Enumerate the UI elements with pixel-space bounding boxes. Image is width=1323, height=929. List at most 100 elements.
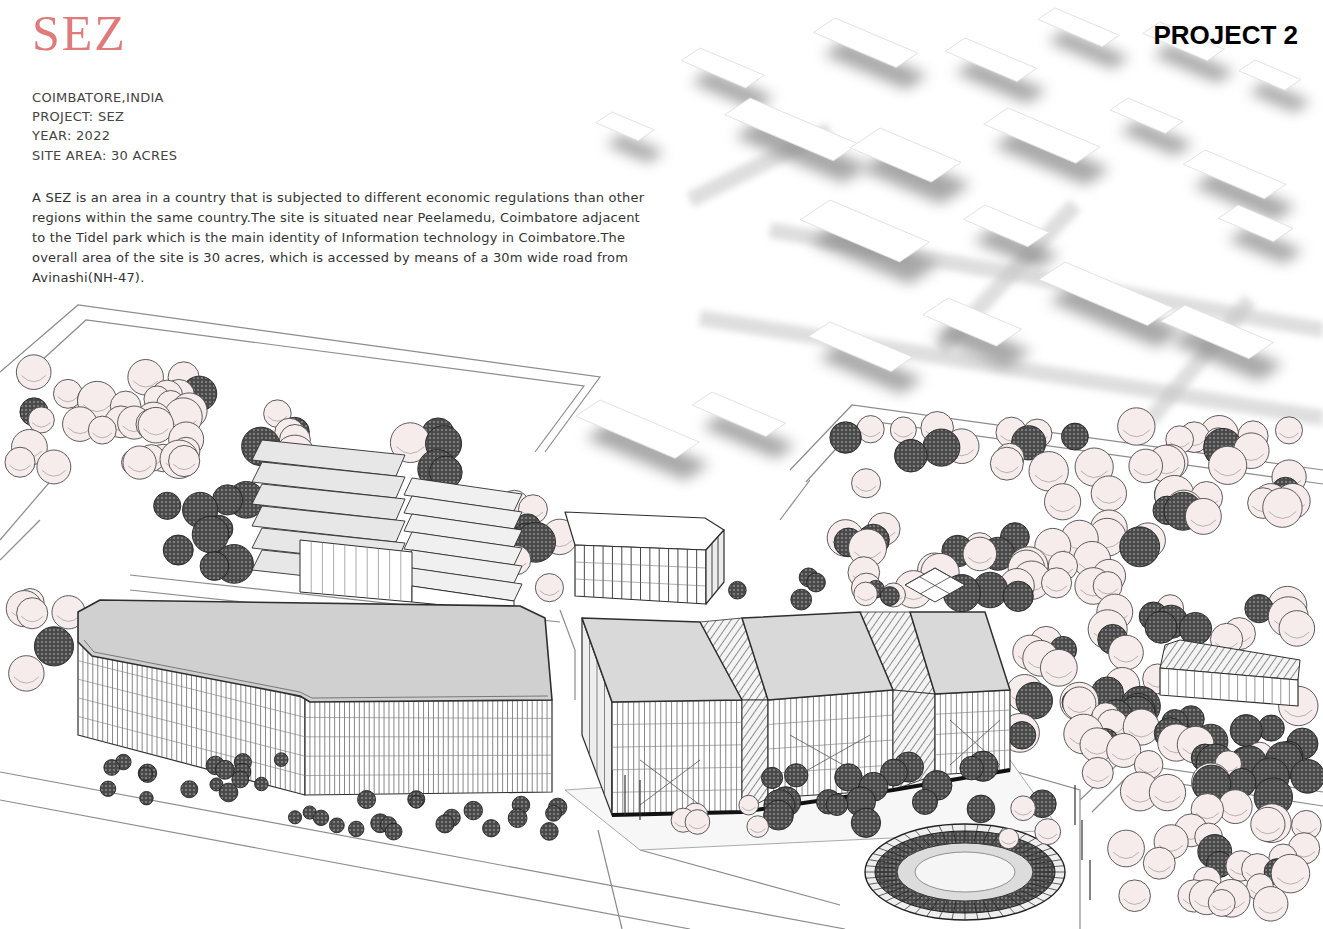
- tree-crown: [1129, 449, 1163, 483]
- tree-crown: [1040, 649, 1077, 686]
- tree-crown: [100, 781, 115, 796]
- facade-mullion: [196, 671, 197, 766]
- facade-mullion: [367, 547, 368, 598]
- tree-crown: [1011, 796, 1036, 821]
- facade-mullion: [364, 698, 365, 794]
- facade-south: [305, 698, 552, 795]
- tree: [1208, 889, 1235, 916]
- tree-shade: [32, 423, 50, 428]
- tree: [1003, 581, 1033, 611]
- tree-shade: [968, 557, 991, 563]
- floor-line: [768, 715, 893, 725]
- tree-shade: [1112, 754, 1136, 760]
- facade-mullion: [1211, 673, 1212, 700]
- facade-mullion: [443, 699, 444, 793]
- facade-mullion: [696, 550, 697, 604]
- stadium-rib: [873, 854, 901, 861]
- tree-shade: [1124, 899, 1146, 905]
- tree-shade: [1155, 796, 1180, 802]
- stadium-rib: [1021, 890, 1045, 901]
- tree-crown: [1119, 880, 1151, 912]
- tree: [1263, 488, 1302, 527]
- facade-mullion: [369, 699, 370, 795]
- context-block: [808, 322, 912, 372]
- tree-shade: [1148, 866, 1170, 872]
- facade-mullion: [400, 551, 401, 601]
- tree-shade: [995, 467, 1018, 473]
- tree-shade: [1214, 469, 1241, 476]
- facade-mullion: [147, 659, 148, 753]
- tree: [540, 823, 558, 841]
- tree-crown: [410, 795, 423, 808]
- tree-shade: [1014, 811, 1031, 815]
- floor-line: [575, 579, 706, 586]
- tree-crown: [274, 753, 288, 767]
- facade-mullion: [309, 698, 310, 795]
- floor-line: [78, 698, 305, 756]
- facade-mullion: [161, 663, 162, 757]
- facade-mullion: [403, 699, 404, 794]
- context-block: [576, 400, 700, 458]
- floor-line: [612, 767, 742, 770]
- facade-mullion: [1168, 669, 1169, 696]
- facade-mullion: [507, 700, 508, 793]
- road-edge: [640, 850, 840, 905]
- road-edge: [0, 520, 40, 560]
- tree-crown: [329, 818, 344, 833]
- facade-mullion: [132, 655, 133, 749]
- tree: [100, 781, 115, 796]
- tree-shade: [173, 464, 195, 469]
- road-edge: [560, 610, 575, 700]
- tree-crown: [181, 781, 198, 798]
- tree-crown: [1044, 484, 1080, 520]
- tree-crown: [791, 589, 812, 610]
- facade-mullion: [398, 699, 399, 794]
- tree: [200, 552, 229, 581]
- tree: [826, 794, 848, 816]
- facade-mullion: [127, 654, 128, 748]
- stadium-rib: [904, 834, 922, 848]
- tree-shade: [1068, 707, 1091, 713]
- tree-shade: [58, 397, 78, 402]
- stadium-rib: [886, 843, 910, 854]
- stadium-rib: [927, 828, 938, 845]
- facade-mullion: [354, 698, 355, 794]
- facade-mullion: [725, 700, 726, 812]
- facade-mullion: [593, 546, 594, 597]
- tree-crown: [912, 789, 937, 814]
- tree: [912, 789, 937, 814]
- block-roof: [742, 612, 893, 700]
- facade-mullion: [112, 651, 113, 745]
- tree-crown: [1091, 476, 1126, 511]
- tree: [1179, 612, 1212, 645]
- facade-mullion: [428, 699, 429, 794]
- tree-shade: [1046, 586, 1067, 591]
- tree: [329, 818, 344, 833]
- block-roof: [910, 612, 1010, 694]
- floor-line: [612, 722, 742, 724]
- tree-crown: [761, 767, 782, 788]
- facade-mullion: [384, 699, 385, 794]
- facade-mullion: [295, 696, 296, 793]
- tree-crown: [1271, 854, 1310, 893]
- buildings: [78, 440, 1300, 815]
- tree-crown: [685, 810, 710, 835]
- tree-shade: [1269, 512, 1297, 519]
- facade-mullion: [300, 697, 301, 794]
- tree: [139, 767, 153, 781]
- floor-line: [305, 755, 552, 756]
- tree: [1035, 819, 1061, 845]
- tree-crown: [963, 537, 997, 571]
- tree-crown: [1008, 722, 1036, 750]
- context-block: [1218, 205, 1293, 242]
- facade-mullion: [712, 543, 713, 596]
- tree-crown: [408, 791, 425, 808]
- tree: [894, 439, 927, 472]
- tree-shade: [1212, 906, 1231, 911]
- stadium-rib: [868, 880, 897, 885]
- tree-shade: [1002, 841, 1016, 845]
- facade-mullion: [547, 700, 548, 792]
- stadium-rib: [974, 902, 978, 920]
- context-block: [1038, 8, 1120, 47]
